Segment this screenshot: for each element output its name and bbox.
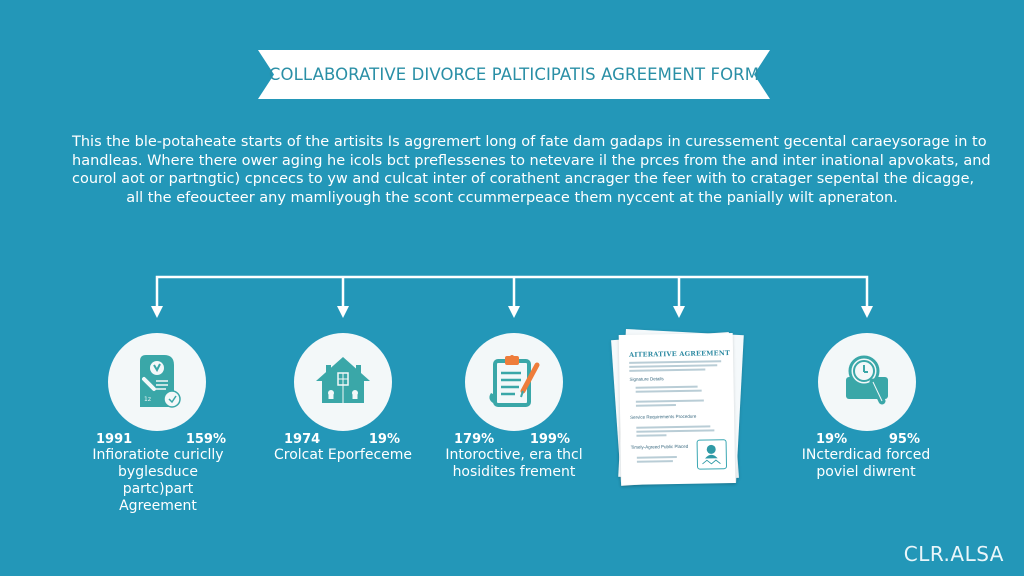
stat-left: 1991 (96, 432, 133, 447)
seal-badge-icon (696, 439, 728, 470)
caption-line: byglesduce partc)part (118, 464, 198, 497)
step-1-circle: 1z (108, 333, 206, 431)
document-stack-icon: AITERATIVE AGREEMENT Signature Details S… (611, 329, 744, 488)
step-3-circle (465, 333, 563, 431)
step-1-caption: 1991 159% Infioratiote curiclly byglesdu… (82, 432, 234, 515)
ribbon-shape (258, 50, 770, 99)
arrow-down-icon (337, 306, 349, 318)
page-title: COLLABORATIVE DIVORCE PALTICIPATIS AGREE… (268, 65, 760, 84)
signed-document-icon: 1z (140, 355, 181, 408)
arrow-down-icon (673, 306, 685, 318)
intro-line: all the efeoucteer any mamliyough the sc… (126, 189, 898, 206)
step-2-stats: 1974 19% (268, 432, 418, 447)
arrow-down-icon (861, 306, 873, 318)
caption-line: INcterdicad forced (801, 447, 931, 463)
stat-right: 199% (529, 432, 570, 447)
stat-left: 179% (454, 432, 495, 447)
clock-search-icon (846, 355, 888, 405)
caption-line: poviel diwrent (816, 464, 916, 480)
agreement-document: AITERATIVE AGREEMENT Signature Details S… (618, 333, 736, 485)
stat-right: 19% (368, 432, 400, 447)
step-3-caption: 179% 199% Intoroctive, era thcl hosidite… (440, 432, 588, 481)
caption-line: Agreement (119, 498, 197, 514)
document-heading: Signature Details (629, 376, 664, 382)
brand-logo: CLR.ALSA (903, 542, 1004, 566)
step-5-stats: 19% 95% (796, 432, 936, 447)
step-2-caption: 1974 19% Crolcat Eporfeceme (268, 432, 418, 464)
stat-left: 19% (816, 432, 848, 447)
caption-line: Infioratiote curiclly (92, 447, 224, 463)
intro-paragraph: This the ble-potaheate starts of the art… (72, 133, 991, 207)
caption-line: Crolcat Eporfeceme (273, 447, 413, 463)
step-1-stats: 1991 159% (82, 432, 234, 447)
stat-right: 159% (185, 432, 226, 447)
intro-line: courol aot or partngtic) cpncecs to yw a… (72, 171, 975, 187)
house-icon (316, 357, 370, 403)
intro-line: handleas. Where there ower aging he icol… (72, 152, 991, 169)
stat-right: 95% (888, 432, 920, 447)
caption-line: Intoroctive, era thcl (445, 447, 583, 463)
stat-left: 1974 (284, 432, 321, 447)
step-5-circle (818, 333, 916, 431)
caption-line: hosidites frement (452, 464, 576, 480)
document-title: AITERATIVE AGREEMENT (628, 349, 731, 359)
arrow-down-icon (508, 306, 520, 318)
step-5-caption: 19% 95% INcterdicad forced poviel diwren… (796, 432, 936, 481)
step-2-circle (294, 333, 392, 431)
step-3-stats: 179% 199% (440, 432, 588, 447)
document-heading: Timely-Agreed Public Placed (630, 443, 689, 450)
arrow-down-icon (151, 306, 163, 318)
svg-text:1z: 1z (144, 396, 151, 403)
clipboard-pencil-icon (489, 355, 540, 407)
intro-line: This the ble-potaheate starts of the art… (72, 134, 987, 150)
title-banner: COLLABORATIVE DIVORCE PALTICIPATIS AGREE… (258, 50, 770, 99)
document-heading: Service Requirements Procedure (630, 413, 697, 420)
